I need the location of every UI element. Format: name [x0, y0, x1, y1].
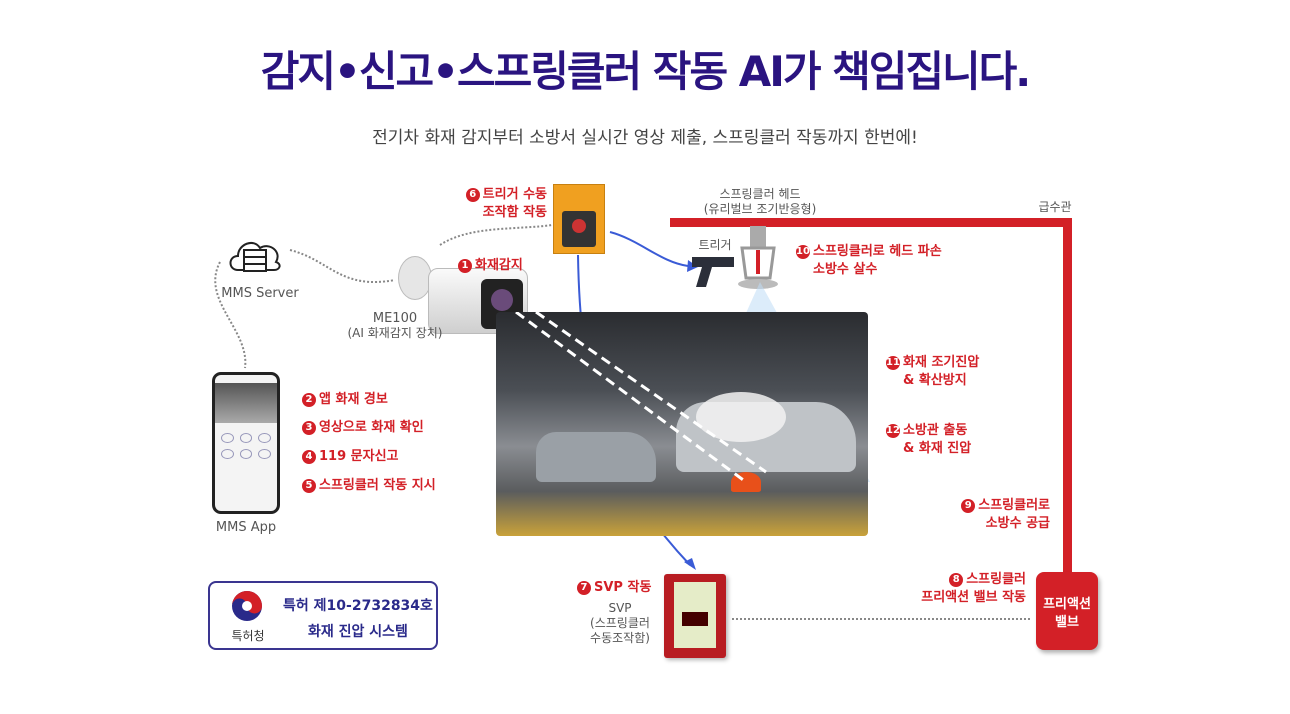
kipo-logo-icon	[232, 591, 262, 621]
trigger-label: 트리거	[698, 238, 732, 252]
water-pipe-vertical	[1063, 218, 1072, 574]
sprinkler-head-label: 스프링클러 헤드(유리벌브 조기반응형)	[703, 187, 817, 216]
trigger-gun-icon	[692, 257, 734, 287]
server-camera-link	[289, 249, 396, 283]
preaction-valve: 프리액션 밸브	[1036, 572, 1098, 650]
patent-badge: 특허청 특허 제10-2732834호 화재 진압 시스템	[208, 581, 438, 650]
water-pipe-horizontal	[670, 218, 1072, 227]
camera-name: ME100	[372, 311, 418, 326]
server-app-link	[214, 261, 247, 369]
photo-beam-overlay	[515, 312, 767, 484]
svp-box-image	[664, 574, 726, 658]
mms-server-label: MMS Server	[221, 286, 299, 301]
page-title: 감지•신고•스프링클러 작동 AI가 책임집니다.	[260, 47, 1032, 96]
patent-agency: 특허청	[231, 629, 265, 643]
arrow-to-trigger	[609, 231, 689, 267]
phone-app-image	[212, 372, 280, 514]
mms-app-label: MMS App	[215, 520, 277, 535]
sprinkler-head-icon	[738, 226, 778, 289]
trigger-manual-box	[553, 184, 605, 254]
camera-desc: (AI 화재감지 장치)	[347, 326, 443, 340]
camera-mount	[398, 256, 432, 300]
cloud-server-icon	[229, 241, 281, 272]
patent-name: 화재 진압 시스템	[308, 624, 408, 640]
water-pipe-label: 급수관	[1038, 200, 1072, 214]
patent-number: 특허 제10-2732834호	[283, 598, 433, 614]
page-subtitle: 전기차 화재 감지부터 소방서 실시간 영상 제출, 스프링클러 작동까지 한번…	[372, 128, 918, 148]
camera-trigger-link	[439, 224, 553, 246]
